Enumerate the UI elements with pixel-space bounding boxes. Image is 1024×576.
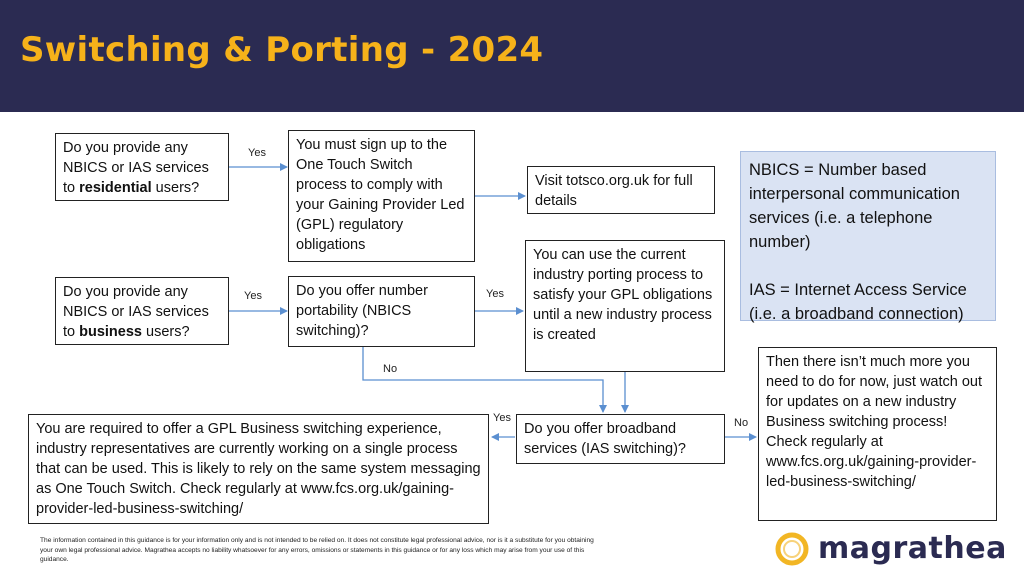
brand-name: magrathea (818, 531, 1007, 566)
ias-definition: IAS = Internet Access Service (i.e. a br… (749, 281, 967, 323)
arrow-portability-no (362, 347, 607, 413)
no-further-action-box: Then there isn’t much more you need to d… (758, 347, 997, 521)
label-no: No (383, 363, 398, 375)
label-no: No (734, 417, 749, 429)
current-porting-process-box: You can use the current industry porting… (525, 240, 725, 372)
one-touch-switch-box: You must sign up to the One Touch Switch… (288, 130, 475, 262)
logo-ring-icon (775, 532, 809, 566)
label-yes: Yes (493, 412, 511, 424)
question-number-portability-box: Do you offer number portability (NBICS s… (288, 276, 475, 347)
label-yes: Yes (486, 288, 504, 300)
header-bar: Switching & Porting - 2024 (0, 0, 1024, 112)
question-residential-box: Do you provide any NBICS or IAS services… (55, 133, 229, 201)
label-yes: Yes (248, 147, 266, 159)
visit-totsco-box: Visit totsco.org.uk for full details (527, 166, 715, 214)
gpl-required-box: You are required to offer a GPL Business… (28, 414, 489, 524)
question-broadband-box: Do you offer broadband services (IAS swi… (516, 414, 725, 464)
magrathea-logo: magrathea (774, 529, 1007, 573)
question-business-box: Do you provide any NBICS or IAS services… (55, 277, 229, 345)
page-title: Switching & Porting - 2024 (20, 30, 544, 70)
label-yes: Yes (244, 290, 262, 302)
definitions-legend: NBICS = Number based interpersonal commu… (740, 151, 996, 323)
legal-disclaimer: The information contained in this guidan… (40, 537, 594, 563)
nbics-definition: NBICS = Number based interpersonal commu… (749, 161, 960, 251)
